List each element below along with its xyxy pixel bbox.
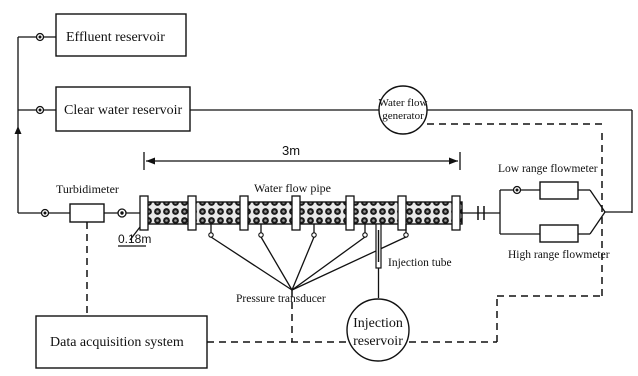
high-range-flowmeter-label: High range flowmeter (508, 249, 610, 261)
low-range-flowmeter-box (539, 181, 579, 200)
data-acquisition-system-box (35, 315, 208, 369)
high-range-flowmeter-box (539, 224, 579, 243)
signal-lines (86, 123, 603, 343)
clear-water-reservoir-label: Clear water reservoir (64, 103, 182, 118)
diameter-leader (129, 226, 141, 241)
water-flow-pipe-label: Water flow pipe (254, 181, 331, 195)
pressure-taps (208, 224, 409, 291)
length-dimension (143, 152, 461, 170)
valves (35, 32, 522, 220)
turbidimeter-box (69, 203, 105, 223)
turbidimeter-label: Turbidimeter (56, 182, 119, 196)
injection-reservoir-label-1: Injection (353, 316, 403, 331)
data-acquisition-system-label: Data acquisition system (50, 335, 184, 350)
injection-tube-label: Injection tube (388, 257, 452, 269)
diameter-label: 0.18m (118, 232, 151, 246)
injection-tube (375, 223, 382, 298)
water-flow-generator-label-1: Water flow (379, 97, 428, 109)
length-label: 3m (282, 143, 300, 158)
clear-water-reservoir-box (55, 86, 191, 132)
effluent-reservoir-box (55, 13, 187, 57)
injection-reservoir-label-2: reservoir (353, 334, 403, 349)
water-flow-generator-label-2: generator (382, 110, 424, 122)
water-flow-generator-circle (378, 85, 428, 135)
effluent-reservoir-label: Effluent reservoir (66, 30, 165, 45)
pressure-transducer-label: Pressure transducer (236, 293, 326, 305)
low-range-flowmeter-label: Low range flowmeter (498, 163, 598, 175)
injection-reservoir-circle (346, 298, 410, 362)
water-flow-pipe (139, 195, 463, 231)
